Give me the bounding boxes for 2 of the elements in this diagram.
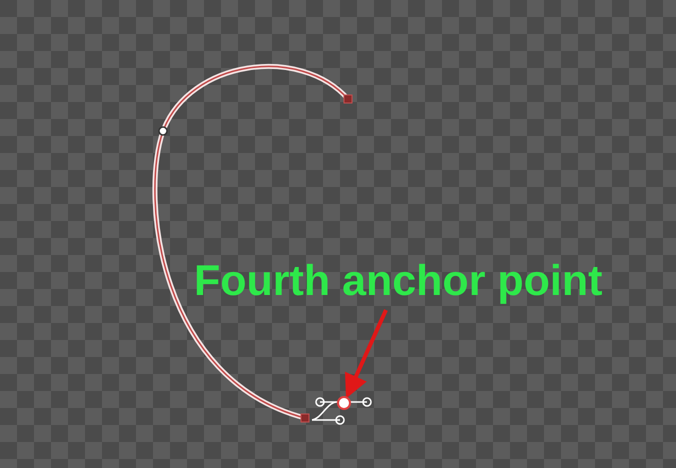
callout-label: Fourth anchor point — [194, 256, 602, 306]
arrow — [345, 309, 388, 398]
